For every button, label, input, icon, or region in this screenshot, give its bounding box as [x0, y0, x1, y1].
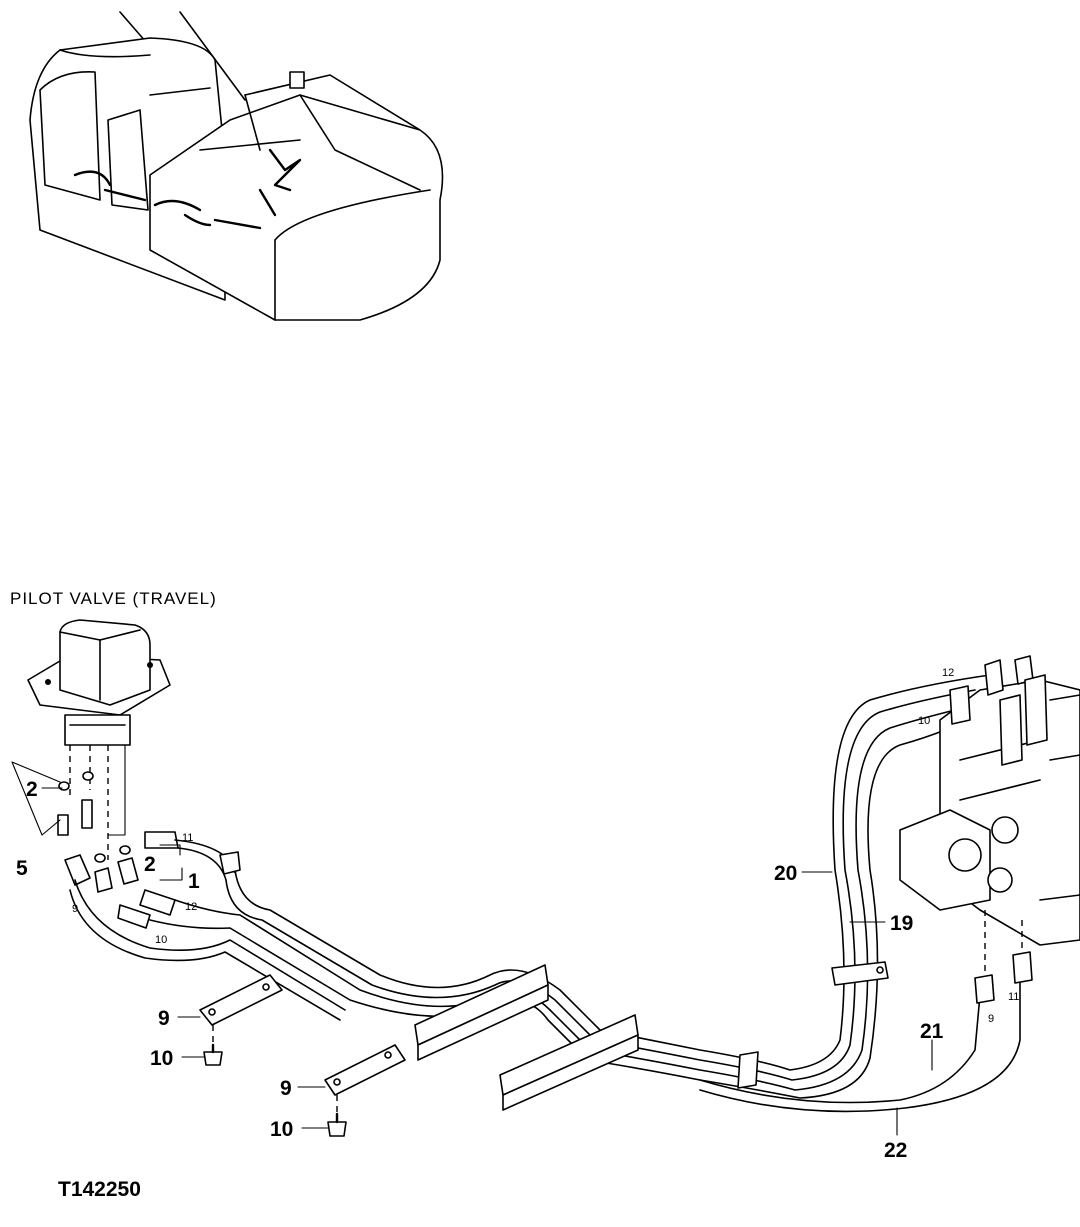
callout-2: 2	[144, 853, 156, 876]
callout-2: 2	[26, 778, 38, 801]
callout-5: 5	[16, 857, 28, 880]
hose-tag-11: 11	[1008, 991, 1019, 1003]
hose-tag-9: 9	[72, 903, 78, 915]
callout-21: 21	[920, 1020, 944, 1043]
diagram-caption: PILOT VALVE (TRAVEL)	[10, 589, 217, 608]
bolt-10b	[327, 1112, 347, 1137]
control-valve	[899, 655, 1080, 946]
hose-tag-10: 10	[155, 934, 167, 946]
hose-tag-12: 12	[942, 667, 954, 679]
pilot-valve-travel	[27, 619, 171, 746]
leader-dash	[107, 744, 126, 836]
clamp-plate-9a	[199, 974, 283, 1026]
leader-lines	[11, 761, 933, 1136]
hose-tag-11: 11	[182, 832, 193, 844]
callout-22: 22	[884, 1139, 907, 1162]
excavator-overview-illustration	[29, 11, 444, 321]
callout-10: 10	[150, 1047, 173, 1070]
hose-bracket-bolt	[876, 966, 884, 974]
bolt-10a	[203, 1043, 223, 1066]
callout-9: 9	[158, 1007, 170, 1030]
clamp-plate-9b	[324, 1044, 406, 1096]
callout-19: 19	[890, 912, 913, 935]
mounting-rails	[414, 964, 639, 1111]
callout-20: 20	[774, 862, 797, 885]
fitting-right-11	[1012, 951, 1033, 984]
callout-9: 9	[280, 1077, 292, 1100]
hose-bracket	[831, 961, 889, 986]
callout-10: 10	[270, 1118, 293, 1141]
hose-bundle	[69, 674, 1021, 1113]
callout-1: 1	[188, 870, 200, 893]
hose-tag-9: 9	[988, 1013, 994, 1025]
fitting-right-9	[974, 974, 995, 1004]
hose-tag-10: 10	[918, 715, 930, 727]
hose-tag-12: 12	[185, 901, 197, 913]
figure-id: T142250	[58, 1178, 141, 1201]
fittings-left	[57, 771, 179, 929]
